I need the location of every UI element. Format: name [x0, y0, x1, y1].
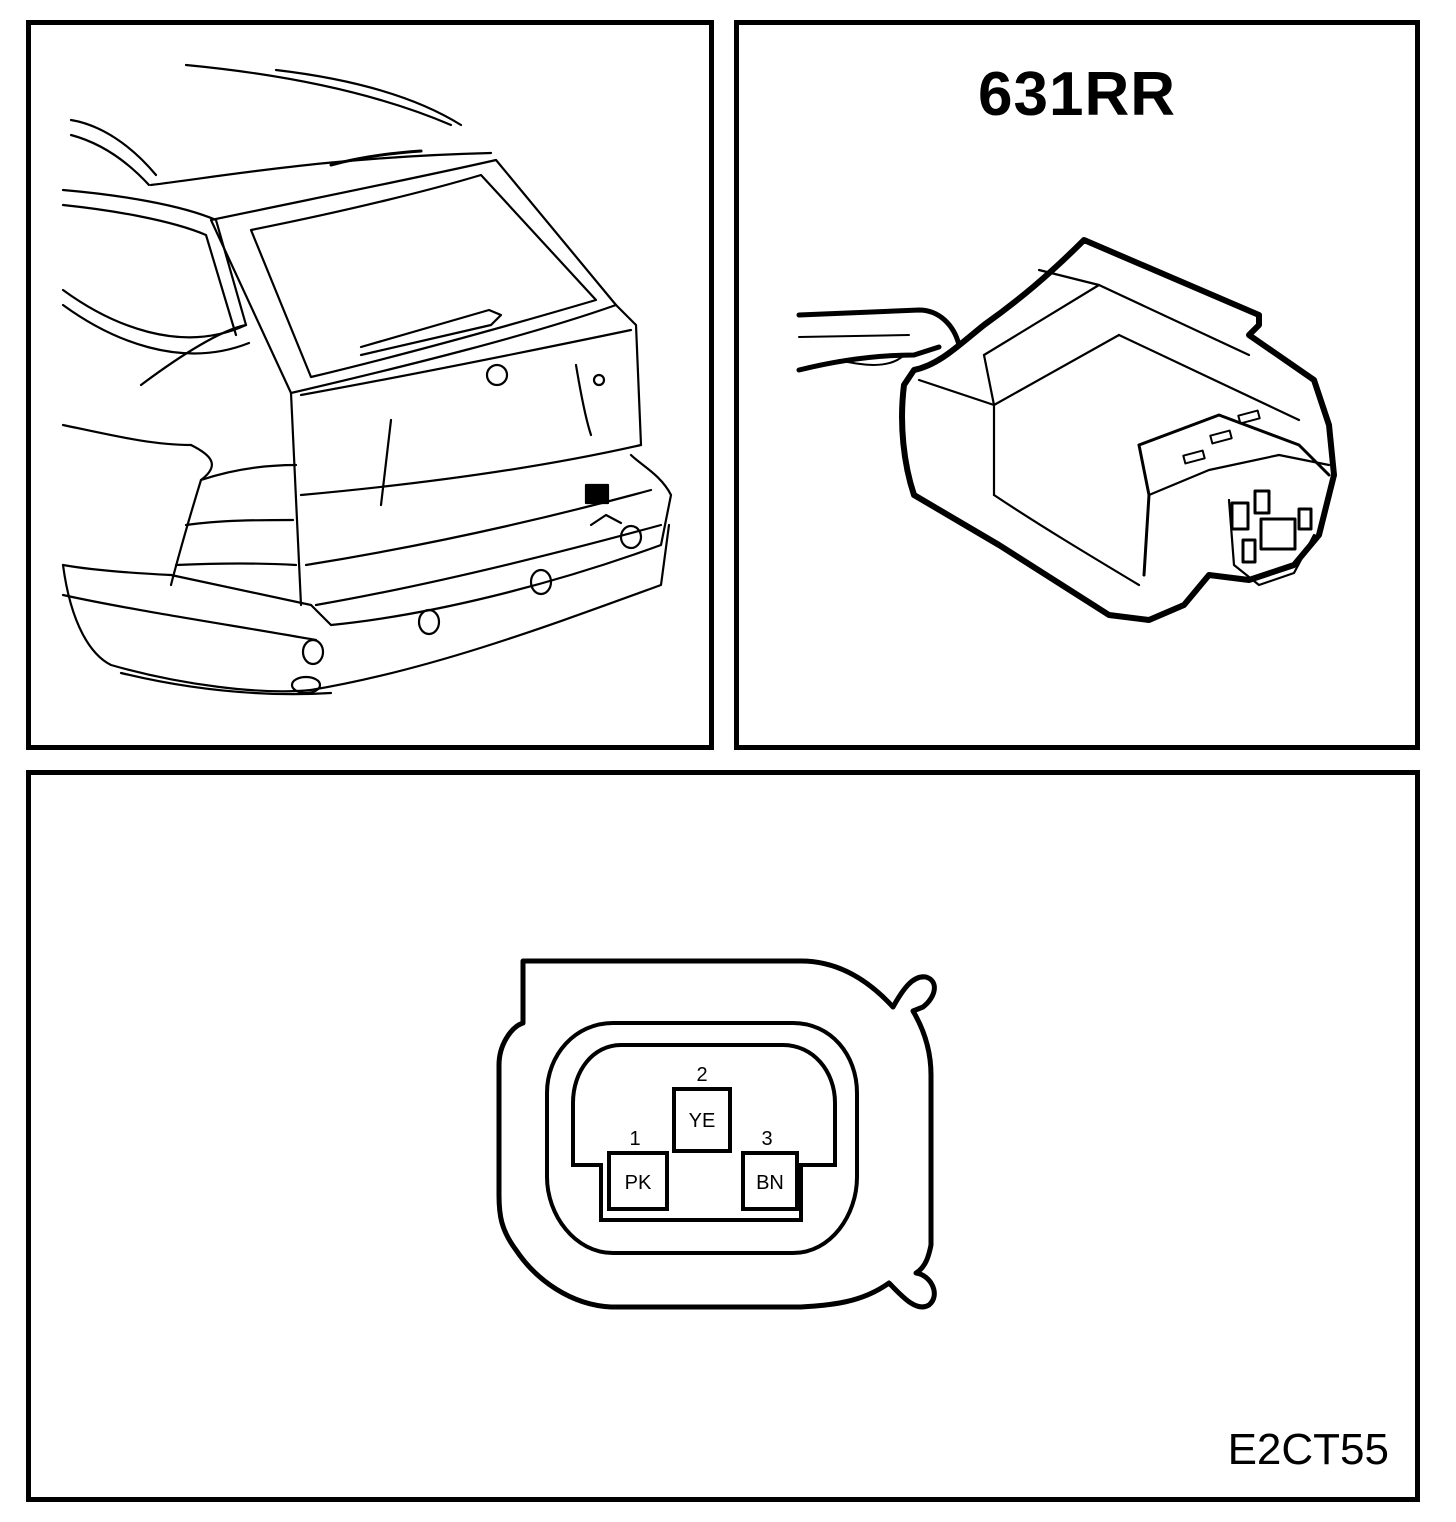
connector-face-diagram: 1 PK 2 YE 3 BN [496, 958, 937, 1310]
connector-isometric-illustration [796, 237, 1337, 623]
pin-2-color-code: YE [689, 1110, 716, 1132]
pin-1-number: 1 [629, 1128, 640, 1150]
pin-1-color-code: PK [625, 1172, 652, 1194]
connector-id-label: 631RR [978, 60, 1176, 129]
vehicle-location-panel [26, 20, 714, 750]
pin-2-number: 2 [696, 1064, 707, 1086]
connector-view-panel: 631RR [734, 20, 1420, 750]
pin-2: 2 YE [672, 1064, 732, 1153]
connector-cavity-outline [571, 1043, 837, 1222]
connector-seal-ring [545, 1021, 859, 1255]
vehicle-rear-illustration [61, 63, 673, 696]
pinout-panel: 1 PK 2 YE 3 BN E2CT55 [26, 770, 1420, 1502]
pin-3-number: 3 [761, 1128, 772, 1150]
connector-outer-shell [496, 958, 937, 1310]
figure-code: E2CT55 [1227, 1425, 1389, 1474]
pin-3-color-code: BN [756, 1172, 784, 1194]
pin-3: 3 BN [741, 1128, 799, 1211]
pin-1: 1 PK [607, 1128, 669, 1211]
